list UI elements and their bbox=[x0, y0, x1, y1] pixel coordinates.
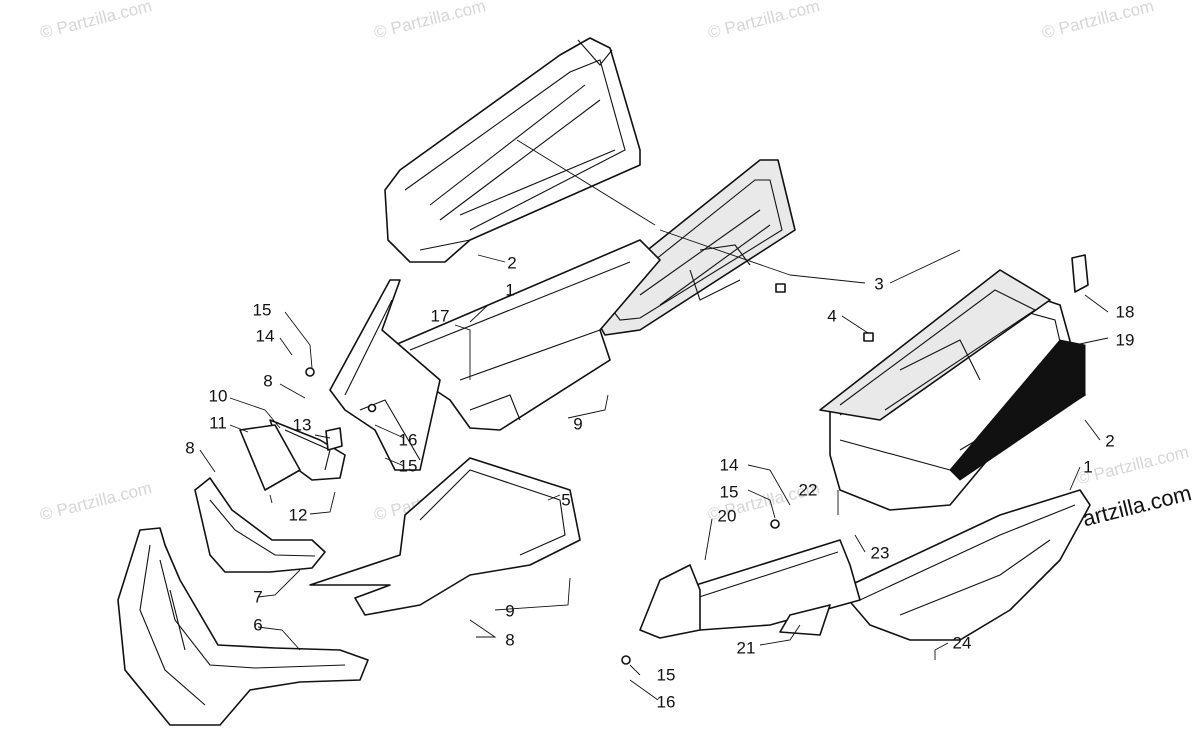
callout-20[interactable]: 20 bbox=[717, 506, 737, 526]
callout-1[interactable]: 1 bbox=[505, 280, 515, 300]
callout-15[interactable]: 15 bbox=[252, 300, 272, 320]
clip-fastener bbox=[863, 332, 874, 342]
grille-insert-lower bbox=[819, 269, 1051, 421]
callout-18[interactable]: 18 bbox=[1115, 302, 1135, 322]
hood-shell-upper bbox=[384, 37, 641, 263]
side-panel-lower bbox=[639, 539, 861, 639]
callout-8[interactable]: 8 bbox=[505, 630, 515, 650]
callout-4[interactable]: 4 bbox=[827, 306, 837, 326]
callout-23[interactable]: 23 bbox=[870, 543, 890, 563]
callout-14[interactable]: 14 bbox=[719, 455, 739, 475]
callout-16[interactable]: 16 bbox=[398, 430, 418, 450]
callout-24[interactable]: 24 bbox=[952, 633, 972, 653]
callout-22[interactable]: 22 bbox=[798, 480, 818, 500]
clip-fastener bbox=[775, 283, 786, 293]
side-panel-left bbox=[329, 279, 441, 471]
washer bbox=[770, 519, 780, 529]
latch-strap bbox=[1071, 254, 1089, 293]
leader-lines bbox=[199, 139, 1109, 701]
callout-21[interactable]: 21 bbox=[736, 638, 756, 658]
callout-7[interactable]: 7 bbox=[253, 587, 263, 607]
callout-3[interactable]: 3 bbox=[874, 274, 884, 294]
callout-15[interactable]: 15 bbox=[398, 456, 418, 476]
callout-16[interactable]: 16 bbox=[656, 692, 676, 712]
callout-15[interactable]: 15 bbox=[656, 665, 676, 685]
washer bbox=[621, 655, 631, 665]
belly-pan-lower bbox=[839, 489, 1091, 641]
callout-17[interactable]: 17 bbox=[430, 306, 450, 326]
callout-11[interactable]: 11 bbox=[209, 413, 227, 433]
callout-19[interactable]: 19 bbox=[1115, 330, 1135, 350]
callout-12[interactable]: 12 bbox=[288, 505, 308, 525]
callout-5[interactable]: 5 bbox=[561, 490, 571, 510]
callout-1[interactable]: 1 bbox=[1083, 457, 1093, 477]
skid-plate bbox=[309, 457, 581, 616]
callout-2[interactable]: 2 bbox=[1105, 431, 1115, 451]
callout-9[interactable]: 9 bbox=[505, 601, 515, 621]
callout-2[interactable]: 2 bbox=[507, 253, 517, 273]
callout-15[interactable]: 15 bbox=[719, 482, 739, 502]
callout-8[interactable]: 8 bbox=[263, 371, 273, 391]
bracket-assembly bbox=[239, 419, 346, 491]
callout-14[interactable]: 14 bbox=[255, 326, 275, 346]
grille-insert-upper bbox=[584, 159, 796, 336]
washer bbox=[305, 367, 315, 377]
front-bumper bbox=[117, 527, 369, 726]
nose-bracket bbox=[194, 477, 326, 573]
callout-8[interactable]: 8 bbox=[185, 438, 195, 458]
callout-9[interactable]: 9 bbox=[573, 414, 583, 434]
fasteners bbox=[305, 254, 1089, 665]
callout-13[interactable]: 13 bbox=[292, 415, 312, 435]
washer bbox=[367, 403, 377, 413]
callout-6[interactable]: 6 bbox=[253, 615, 263, 635]
callout-10[interactable]: 10 bbox=[208, 386, 228, 406]
